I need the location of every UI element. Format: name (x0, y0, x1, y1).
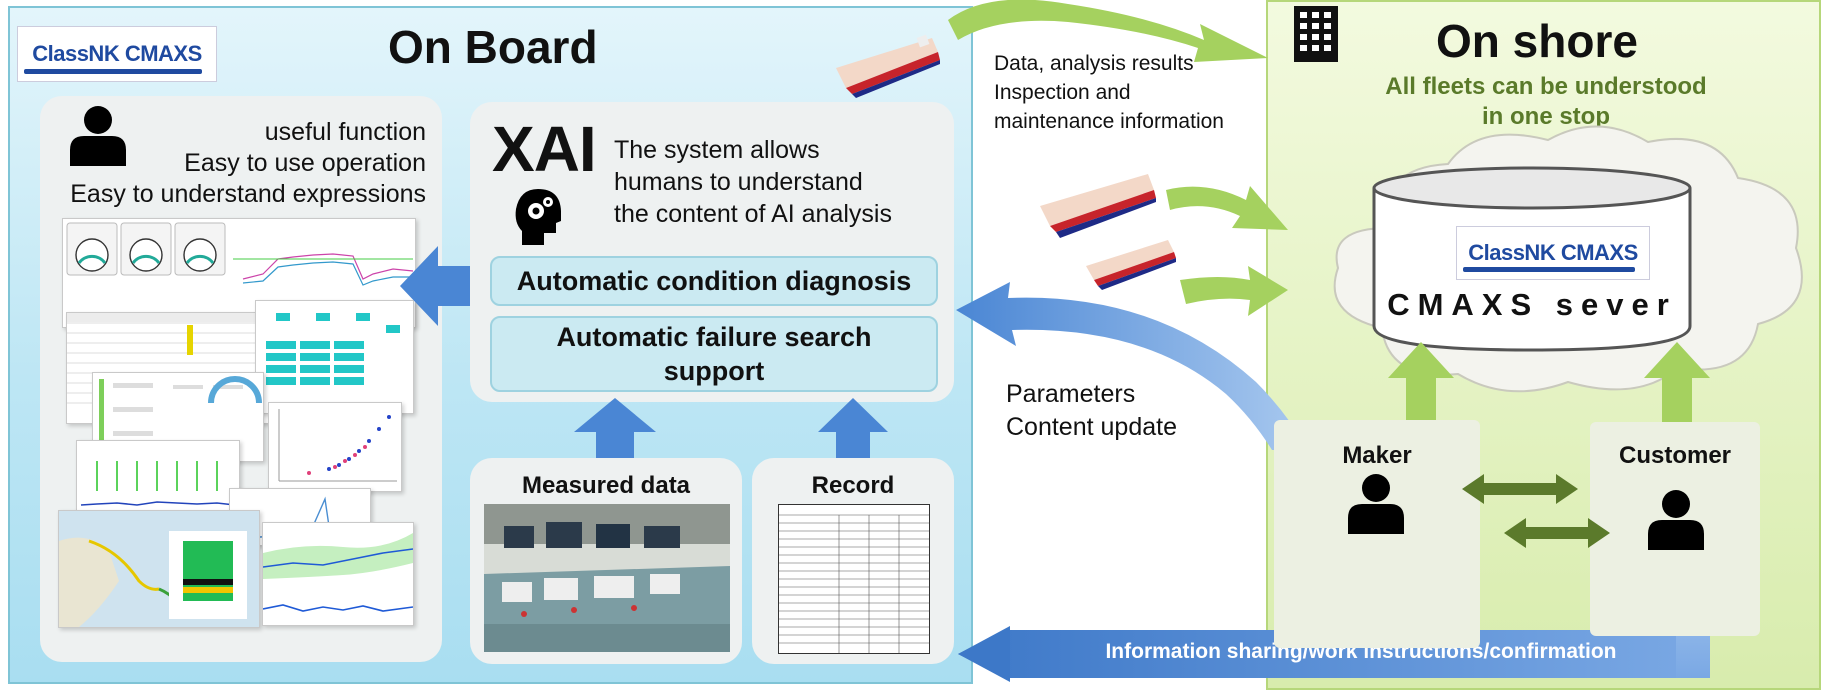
ship-icon (1086, 240, 1176, 290)
server-classnk-cmaxs-logo: ClassNK CMAXS (1456, 226, 1650, 280)
parameters-download-arrow (956, 282, 1308, 450)
download-line-1: Parameters (1006, 380, 1136, 408)
control-console-photo (484, 504, 730, 652)
feature-easy-expressions: Easy to understand expressions (70, 180, 426, 208)
on-shore-title: On shore (1436, 15, 1638, 67)
on-shore-subtitle: All fleets can be understood in one stop (1326, 72, 1766, 132)
customer-label: Customer (1618, 442, 1732, 469)
maker-label: Maker (1342, 442, 1412, 469)
cmaxs-server-label: CMAXS sever (1387, 287, 1677, 322)
person-icon (70, 106, 126, 166)
subtitle-line-1: All fleets can be understood (1385, 73, 1707, 100)
record-label: Record (811, 472, 895, 499)
xai-description-line-2: humans to understand (614, 168, 863, 196)
ship-icon (1040, 174, 1156, 238)
band-chart-screenshot (262, 522, 414, 626)
person-icon (1648, 490, 1704, 550)
xai-label: XAI (492, 113, 597, 185)
bar-trend-screenshot (76, 440, 240, 522)
xai-description-line-1: The system allows (614, 136, 820, 164)
customer-to-server-arrow (1644, 342, 1710, 422)
information-sharing-arrow (958, 626, 1700, 682)
upload-line-2: Inspection and (994, 81, 1131, 104)
ship-icon (836, 34, 940, 98)
status-grid-screenshot (255, 300, 414, 414)
measured-data-label: Measured data (521, 472, 691, 499)
failure-search-line-1: Automatic failure search (556, 322, 872, 352)
upload-line-1: Data, analysis results (994, 52, 1194, 75)
output-to-display-arrow (400, 246, 482, 326)
logo-underline (24, 69, 202, 74)
record-up-arrow (818, 398, 888, 464)
feature-useful-function: useful function (264, 118, 426, 146)
server-logo-text: ClassNK CMAXS (1468, 240, 1638, 265)
classnk-cmaxs-logo: ClassNK CMAXS (17, 26, 217, 82)
logo-text: ClassNK CMAXS (32, 41, 202, 66)
upload-curved-arrow (948, 0, 1268, 62)
download-line-2: Content update (1006, 413, 1177, 441)
xai-description: The system allows humans to understand t… (614, 134, 892, 230)
record-sheet-image (778, 504, 930, 654)
building-icon (1294, 6, 1338, 62)
information-sharing-label: Information sharing/work instructions/co… (1105, 640, 1617, 663)
user-features: useful function Easy to use operation Ea… (40, 117, 426, 210)
ai-head-gears-icon (515, 189, 561, 245)
maker-customer-double-arrow-2 (1504, 518, 1610, 548)
person-icon (1348, 474, 1404, 534)
automatic-condition-diagnosis: Automatic condition diagnosis (490, 256, 938, 306)
subtitle-line-2: in one stop (1482, 103, 1610, 130)
download-description: Parameters Content update (1006, 378, 1177, 444)
scatter-plot-screenshot (268, 402, 402, 492)
upload-line-3: maintenance information (994, 110, 1224, 133)
maker-card (1274, 420, 1480, 648)
automatic-failure-search-support: Automatic failure search support (490, 316, 938, 392)
ship-to-server-arrow (1166, 186, 1288, 230)
maker-to-server-arrow (1388, 342, 1454, 422)
server-logo-underline (1463, 267, 1635, 272)
failure-search-line-2: support (663, 356, 765, 386)
on-board-title: On Board (388, 21, 598, 73)
voyage-map-screenshot (58, 510, 260, 628)
upload-description: Data, analysis results Inspection and ma… (994, 49, 1224, 136)
measured-data-up-arrow (574, 398, 656, 464)
xai-description-line-3: the content of AI analysis (614, 200, 892, 228)
feature-easy-operation: Easy to use operation (184, 149, 426, 177)
ship-to-server-arrow-2 (1180, 266, 1288, 316)
maker-customer-double-arrow-1 (1462, 474, 1578, 504)
